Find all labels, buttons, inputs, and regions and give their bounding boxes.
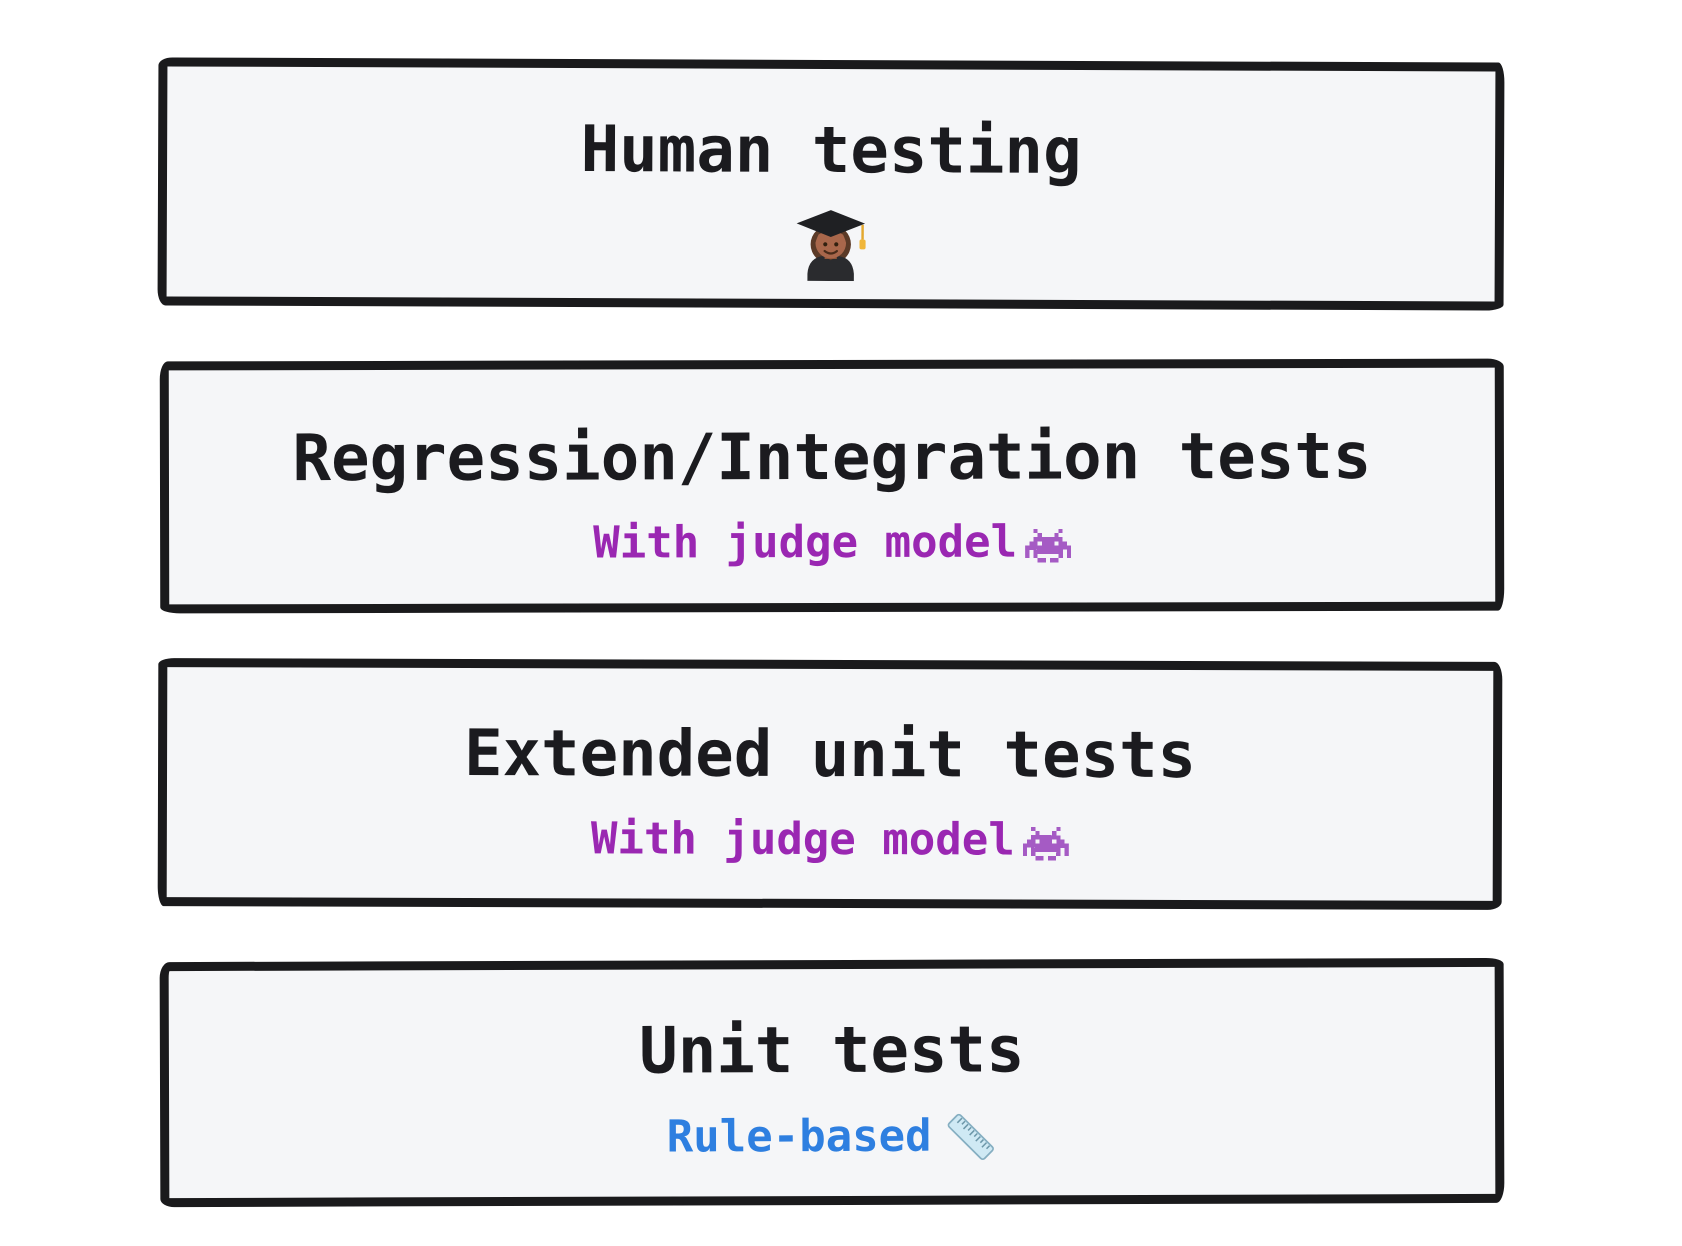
subtitle-text: Rule-based: [666, 1110, 932, 1163]
alien-monster-emoji-icon: [1025, 524, 1072, 562]
layer-box-regression-integration-tests: Regression/Integration tests With judge …: [159, 358, 1505, 614]
layer-title: Unit tests: [639, 1013, 1025, 1089]
layer-box-extended-unit-tests: Extended unit tests With judge model: [157, 658, 1503, 910]
layer-title: Extended unit tests: [463, 716, 1197, 793]
subtitle-text: With judge model: [590, 812, 1015, 866]
alien-monster-emoji-icon: [1022, 822, 1069, 860]
layer-title: Regression/Integration tests: [292, 419, 1372, 496]
layer-subtitle: Rule-based: [667, 1110, 998, 1163]
layer-subtitle: With judge model: [590, 812, 1069, 866]
layer-title: Human testing: [580, 112, 1082, 189]
layer-subtitle: With judge model: [593, 516, 1072, 569]
student-emoji-icon: [787, 192, 875, 281]
subtitle-text: With judge model: [593, 516, 1018, 569]
layer-box-unit-tests: Unit tests Rule-based: [159, 957, 1505, 1208]
layer-box-human-testing: Human testing: [157, 57, 1505, 311]
straight-ruler-emoji-icon: [946, 1110, 998, 1162]
